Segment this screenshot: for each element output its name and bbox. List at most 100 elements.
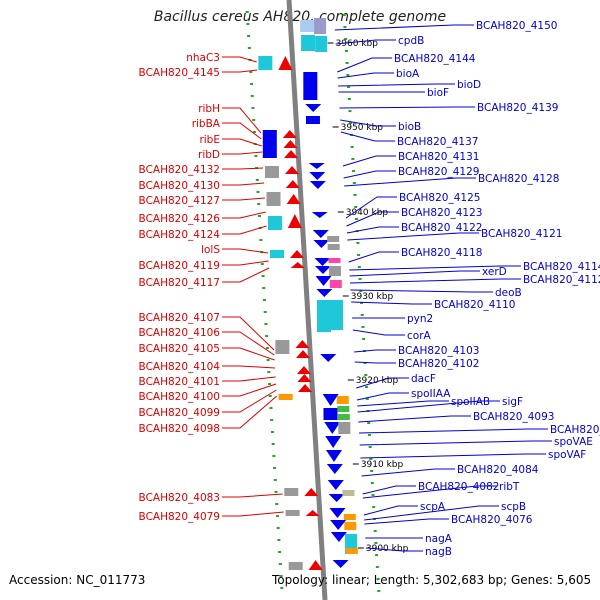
label-connector — [222, 69, 258, 73]
gene-block — [305, 116, 320, 124]
label-connector — [361, 468, 455, 477]
gene-block — [338, 422, 351, 434]
label-connector — [356, 392, 409, 401]
gene-label-right: BCAH820_4129 — [398, 166, 479, 178]
label-connector — [222, 267, 270, 283]
gene-block — [264, 166, 279, 178]
gene-block — [336, 396, 349, 404]
label-connector — [357, 400, 500, 413]
gene-label-right: deoB — [495, 287, 522, 299]
accession-text: Accession: NC_011773 — [9, 573, 146, 587]
gene-block — [343, 514, 356, 520]
label-connector — [342, 155, 396, 167]
label-connector — [222, 493, 283, 498]
gene-block — [331, 300, 343, 330]
label-connector — [222, 376, 276, 382]
gene-label-right: BCAH820_4139 — [477, 102, 558, 114]
gene-arrow-forward — [290, 262, 305, 268]
gene-label-right: sigF — [502, 396, 523, 408]
gene-arrow-reverse — [328, 494, 345, 502]
gene-arrow-reverse — [316, 289, 333, 297]
gene-label-right: BCAH820_4128 — [478, 173, 559, 185]
label-connector — [222, 151, 263, 155]
gene-label-left: BCAH820_4107 — [139, 312, 220, 324]
gene-block — [288, 562, 303, 570]
gene-label-right: spoVAE — [554, 436, 593, 448]
gene-block — [266, 192, 281, 206]
label-connector — [348, 251, 399, 263]
label-connector — [356, 377, 409, 389]
label-connector — [222, 389, 277, 413]
label-connector — [354, 349, 396, 353]
gene-label-left: BCAH820_4145 — [139, 67, 220, 79]
gene-block — [262, 130, 277, 158]
gene-label-right: BCAH820_4084 — [457, 464, 539, 476]
gene-label-left: BCAH820_4132 — [139, 164, 220, 176]
gene-label-left: BCAH820_4101 — [139, 376, 220, 388]
gene-arrow-reverse — [311, 212, 328, 218]
kbp-marker-label: 3940 kbp — [346, 208, 389, 218]
label-connector — [362, 485, 416, 495]
gene-arrow-forward — [286, 194, 301, 204]
gene-label-left: BCAH820_4105 — [139, 343, 220, 355]
gene-label-right: spoIIAA — [411, 388, 451, 400]
gene-label-right: BCAH820_4102 — [398, 358, 479, 370]
gene-block — [337, 406, 350, 412]
label-connector — [334, 24, 474, 31]
gene-label-right: ribT — [499, 481, 520, 493]
label-connector — [345, 196, 397, 219]
gene-label-left: BCAH820_4104 — [139, 361, 221, 373]
gene-arrow-forward — [287, 214, 302, 228]
gene-arrow-reverse — [309, 172, 326, 180]
gene-label-left: BCAH820_4100 — [139, 391, 220, 403]
gene-arrow-forward — [278, 56, 293, 70]
gene-label-left: BCAH820_4127 — [139, 195, 220, 207]
gene-block — [317, 300, 331, 332]
label-connector — [222, 122, 262, 140]
gene-label-left: BCAH820_4099 — [139, 407, 220, 419]
gene-label-right: BCAH820_4110 — [434, 299, 515, 311]
gene-label-right: corA — [407, 330, 432, 342]
label-connector — [222, 167, 264, 170]
gene-label-right: BCAH820_4112 — [523, 274, 600, 286]
gene-label-left: lolS — [201, 244, 220, 256]
gene-label-left: BCAH820_4106 — [139, 327, 221, 339]
gene-block — [329, 280, 342, 288]
kbp-marker-label: 3960 kbp — [336, 39, 379, 49]
label-connector — [347, 232, 479, 241]
kbp-marker-label: 3900 kbp — [366, 544, 409, 554]
gene-block — [342, 490, 355, 496]
gene-label-right: BCAH820_4089 — [550, 424, 600, 436]
gene-block — [267, 216, 282, 230]
gene-label-left: ribH — [198, 103, 220, 115]
gene-label-right: BCAH820_4122 — [401, 222, 482, 234]
gene-arrow-forward — [297, 374, 312, 382]
gene-arrow-forward — [284, 150, 298, 158]
label-connector — [222, 511, 284, 517]
label-connector — [346, 226, 399, 234]
label-connector — [222, 331, 275, 356]
gene-arrow-reverse — [327, 480, 344, 490]
label-connector — [352, 329, 405, 336]
label-connector — [222, 138, 262, 147]
gene-arrow-reverse — [314, 258, 331, 266]
gene-label-right: nagA — [425, 533, 453, 545]
gene-block — [258, 56, 273, 70]
gene-label-left: BCAH820_4098 — [139, 423, 220, 435]
gene-arrow-forward — [295, 340, 310, 348]
gene-arrow-forward — [285, 180, 300, 188]
figure-title: Bacillus cereus AH820, complete genome — [153, 9, 447, 25]
gene-arrow-reverse — [330, 532, 347, 542]
label-connector — [357, 400, 449, 407]
gene-label-right: BCAH820_4131 — [398, 151, 479, 163]
gene-label-right: dacF — [411, 373, 436, 385]
gene-label-right: bioB — [398, 121, 421, 133]
gene-arrow-reverse — [313, 240, 330, 248]
gene-label-left: BCAH820_4130 — [139, 180, 220, 192]
gene-label-right: bioD — [457, 79, 481, 91]
gene-label-right: BCAH820_4103 — [398, 345, 479, 357]
gene-block — [337, 414, 350, 420]
label-connector — [222, 260, 269, 266]
gene-arrow-reverse — [309, 181, 326, 189]
gene-block — [315, 36, 328, 52]
